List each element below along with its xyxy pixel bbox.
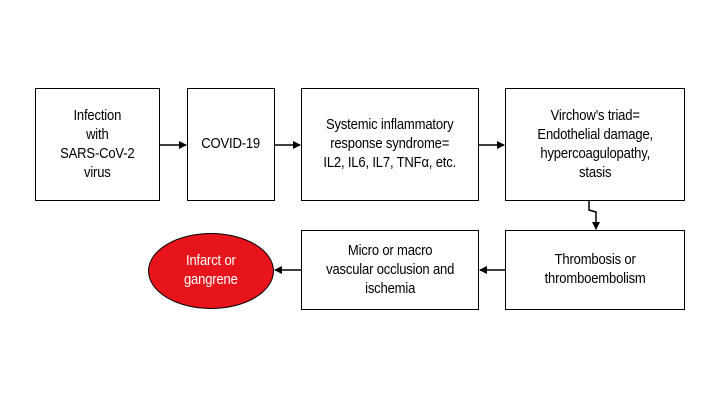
- node-vascular-occlusion: Micro or macro vascular occlusion and is…: [301, 230, 479, 310]
- node-vascular-occlusion-label: Micro or macro vascular occlusion and is…: [325, 242, 455, 297]
- node-infection: Infection with SARS-CoV-2 virus: [35, 88, 160, 201]
- node-sirs-label: Systemic inflammatory response syndrome=…: [323, 117, 457, 171]
- node-covid-19-label: COVID-19: [201, 136, 261, 152]
- node-virchows-triad-label: Virchow’s triad= Endothelial damage, hyp…: [537, 107, 653, 181]
- node-outcome-label: Infarct or gangrene: [184, 253, 238, 288]
- node-sirs: Systemic inflammatory response syndrome=…: [301, 88, 479, 201]
- arrow-virchow-to-thrombosis: [588, 201, 600, 230]
- node-outcome-ellipse: Infarct or gangrene: [148, 233, 274, 309]
- node-covid-19: COVID-19: [187, 88, 275, 201]
- node-thrombosis: Thrombosis or thromboembolism: [505, 230, 685, 310]
- node-infection-label: Infection with SARS-CoV-2 virus: [60, 107, 135, 181]
- node-thrombosis-label: Thrombosis or thromboembolism: [544, 252, 646, 287]
- node-virchows-triad: Virchow’s triad= Endothelial damage, hyp…: [505, 88, 685, 201]
